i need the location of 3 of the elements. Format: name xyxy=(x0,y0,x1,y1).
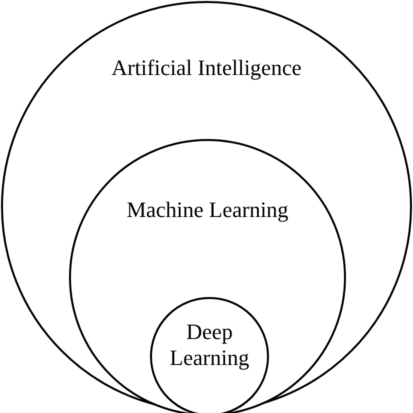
set-label: Deep Learning xyxy=(168,319,250,371)
set-label: Artificial Intelligence xyxy=(112,55,302,81)
set-label: Machine Learning xyxy=(126,197,288,223)
